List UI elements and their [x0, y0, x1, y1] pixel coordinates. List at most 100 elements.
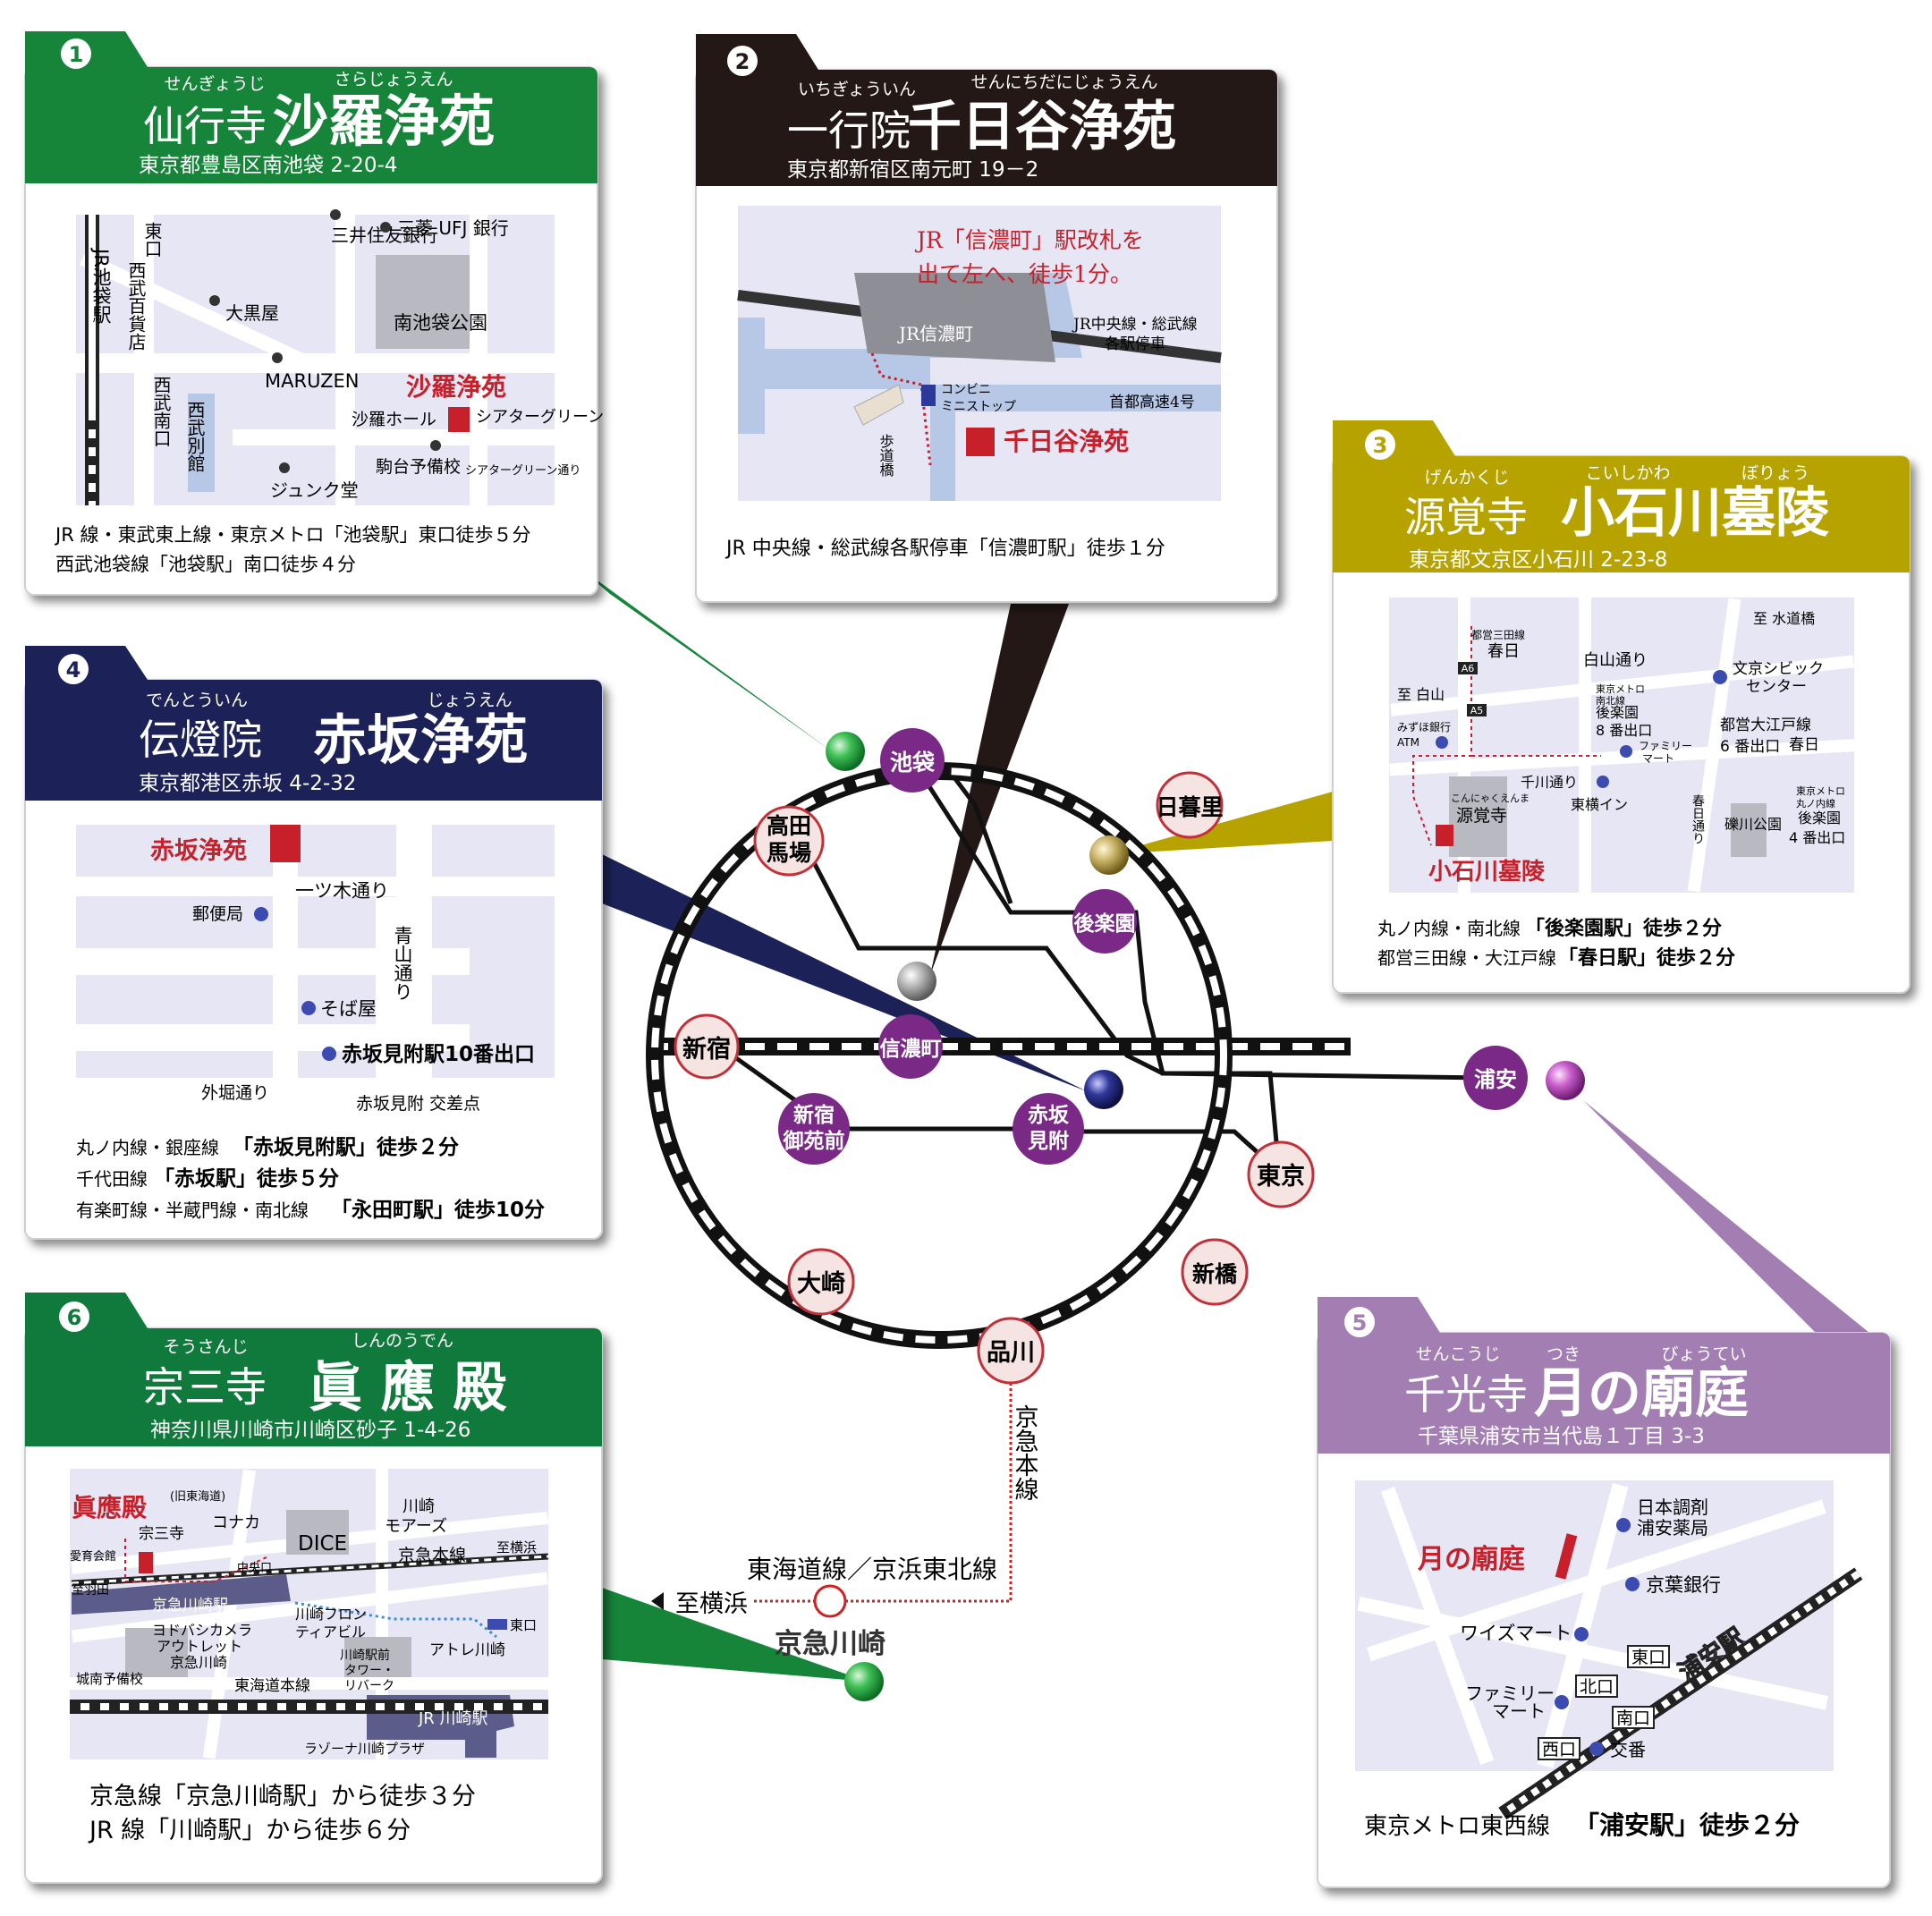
station-takadanobaba-label-2: 馬場	[767, 840, 811, 866]
pointer-4	[602, 854, 1087, 1091]
card-2-sennichidani-joen[interactable]: 2 いちぎょういん せんにちだにじょうえん 一行院 千日谷浄苑 東京都新宿区南元…	[695, 34, 1278, 603]
card-3-map-a6: A6	[1462, 663, 1475, 674]
station-shinanomachi[interactable]: 信濃町	[878, 1014, 943, 1079]
station-tokyo[interactable]: 東京	[1247, 1140, 1315, 1208]
card-2-header-band	[696, 34, 1277, 186]
station-nippori[interactable]: 日暮里	[1156, 771, 1224, 839]
route-map: 至横浜 東海道線／京浜東北線 京急川崎 京急本線 新宿 高田 馬場 日暮里 東京	[646, 728, 1585, 1701]
station-shinanomachi-label: 信濃町	[880, 1037, 942, 1061]
card-1-map-theater-street: シアターグリーン通り	[465, 464, 580, 478]
card-4-address: 東京都港区赤坂 4-2-32	[139, 772, 356, 795]
card-6-map-konaka: コナカ	[212, 1513, 260, 1532]
station-shinbashi[interactable]: 新橋	[1181, 1238, 1249, 1306]
card-3-map: 都営三田線 春日 A6 A5 至 水道橋 白山通り 至 白山 みずほ銀行 ATM…	[1389, 598, 1855, 893]
card-6-map-to-haneda: 至羽田	[72, 1583, 109, 1598]
card-6-map-atre: アトレ川崎	[429, 1641, 505, 1659]
marker-ball-2[interactable]	[897, 962, 936, 1001]
card-5-ruby-temple: せんこうじ	[1415, 1344, 1500, 1364]
card-4-akasaka-joen[interactable]: 4 でんとういん じょうえん 伝燈院 赤坂浄苑 東京都港区赤坂 4-2-32 赤…	[24, 646, 603, 1240]
marker-ball-4[interactable]	[1084, 1070, 1123, 1109]
station-shinjukugyoen[interactable]: 新宿 御苑前	[778, 1093, 850, 1165]
station-takadanobaba[interactable]: 高田 馬場	[753, 805, 825, 877]
card-4-map-hitotsugi: 一ツ木通り	[295, 880, 389, 902]
marker-ball-3[interactable]	[1089, 835, 1129, 875]
card-3-map-konnyaku: こんにゃくえんま	[1451, 793, 1530, 804]
card-6-map-dice: DICE	[298, 1532, 347, 1556]
card-2-address: 東京都新宿区南元町 19－2	[787, 158, 1038, 182]
station-shinagawa[interactable]: 品川	[977, 1317, 1045, 1385]
card-3-access-1-lines: 丸ノ内線・南北線	[1377, 918, 1521, 939]
card-6-tokaido-track	[70, 1700, 548, 1714]
station-osaki-label: 大崎	[797, 1270, 845, 1298]
line-namboku	[802, 844, 1165, 1076]
card-4-map-aoyama: 青山通り	[392, 926, 413, 1001]
card-5-name: 月の廟庭	[1534, 1362, 1749, 1425]
card-5-address: 千葉県浦安市当代島１丁目 3-3	[1418, 1425, 1705, 1448]
card-5-map-nihon-chozai-2: 浦安薬局	[1637, 1517, 1708, 1539]
card-4-map-intersection: 赤坂見附 交差点	[356, 1094, 480, 1114]
card-1-map-mufg: 三菱 UFJ 銀行	[397, 217, 509, 239]
keikyu-line-label: 京急本線	[1011, 1404, 1039, 1501]
card-6-shinnoden[interactable]: 6 そうさんじ しんのうでん 宗三寺 眞 應 殿 神奈川県川崎市川崎区砂子 1-…	[24, 1293, 603, 1884]
card-4-ruby-temple: でんとういん	[146, 691, 248, 710]
station-korakuen[interactable]: 後楽園	[1072, 889, 1137, 954]
card-6-map-central-exit: 中央口	[237, 1562, 272, 1575]
card-1-header-band	[25, 31, 597, 183]
card-1-map-junku: ジュンク堂	[270, 479, 359, 501]
card-3-map-kasuga-street: 春日通り	[1690, 794, 1705, 844]
card-1-temple: 仙行寺	[143, 102, 267, 150]
card-5-map: 月の廟庭 日本調剤 浦安薬局 京葉銀行 ワイズマート 東口 浦安駅 北口 ファミ…	[1355, 1480, 1863, 1820]
card-1-access-2: 西武池袋線「池袋駅」南口徒歩４分	[55, 554, 356, 575]
card-6-map-yodobashi-1: ヨドバシカメラ	[152, 1622, 252, 1639]
card-3-access-1-station: 「後楽園駅」徒歩２分	[1525, 917, 1722, 940]
card-5-access-1-station: 「浦安駅」徒歩２分	[1574, 1810, 1800, 1840]
station-shinjuku[interactable]: 新宿	[674, 1013, 740, 1080]
card-1-sara-joen[interactable]: 1 せんぎょうじ さらじょうえん 仙行寺 沙羅浄苑 東京都豊島区南池袋 2-20…	[24, 31, 604, 596]
card-6-temple: 宗三寺	[143, 1363, 267, 1412]
pointer-3	[1109, 792, 1333, 854]
card-6-ruby-temple: そうさんじ	[163, 1337, 248, 1357]
marker-ball-1[interactable]	[826, 732, 865, 771]
marker-ball-5[interactable]	[1546, 1061, 1585, 1100]
card-3-map-korakuen: 後楽園	[1596, 704, 1639, 721]
card-1-number: 1	[69, 42, 84, 67]
card-6-number: 6	[67, 1305, 82, 1330]
station-shinagawa-label: 品川	[987, 1339, 1035, 1367]
pointer-2	[930, 604, 1069, 975]
card-6-address: 神奈川県川崎市川崎区砂子 1-4-26	[150, 1419, 470, 1442]
card-3-map-oedo-1: 都営大江戸線	[1720, 716, 1811, 734]
card-1-map-sundai: 駒台予備校	[376, 457, 461, 477]
card-3-number: 3	[1373, 433, 1388, 458]
card-6-header-band	[25, 1293, 602, 1446]
card-4-access-3-station: 「永田町駅」徒歩10分	[331, 1198, 545, 1222]
card-1-name: 沙羅浄苑	[273, 89, 495, 154]
card-1-map-sara-joen: 沙羅浄苑	[406, 372, 506, 402]
card-4-access-1-lines: 丸ノ内線・銀座線	[76, 1137, 219, 1158]
card-6-access-1: 京急線「京急川崎駅」から徒歩３分	[89, 1783, 476, 1810]
card-5-tsuki-no-byotei[interactable]: 5 せんこうじ つき びょうてい 千光寺 月の廟庭 千葉県浦安市当代島１丁目 3…	[1317, 1297, 1891, 1888]
card-6-map-to-yokohama: 至横浜	[496, 1539, 537, 1556]
card-1-map-seibu-south: 西武南口	[150, 376, 172, 447]
card-5-map-red-marker	[1555, 1533, 1578, 1580]
marker-ball-6[interactable]	[844, 1662, 884, 1701]
card-3-map-toyoko: 東横イン	[1571, 796, 1628, 813]
station-osaki[interactable]: 大崎	[787, 1248, 855, 1316]
station-urayasu[interactable]: 浦安	[1463, 1046, 1528, 1110]
station-ikebukuro[interactable]: 池袋	[880, 728, 945, 793]
card-1-map-jr-ikebukuro: JR池袋駅	[90, 247, 112, 324]
card-4-header-band	[25, 646, 602, 801]
card-4-map-post: 郵便局	[192, 904, 243, 924]
card-3-map-mizuho-2: ATM	[1397, 736, 1419, 749]
card-5-map-nihon-chozai-1: 日本調剤	[1637, 1496, 1708, 1518]
station-akasakamitsuke[interactable]: 赤坂 見附	[1013, 1093, 1084, 1165]
card-3-access-2-lines: 都営三田線・大江戸線	[1377, 947, 1556, 969]
card-6-map-red-marker	[139, 1552, 153, 1573]
card-4-access-2-lines: 千代田線	[76, 1168, 148, 1190]
card-5-access-1-lines: 東京メトロ東西線	[1364, 1813, 1550, 1840]
card-2-map-red-marker	[966, 428, 995, 456]
card-5-map-west-exit: 西口	[1542, 1740, 1576, 1759]
card-3-map-mita-line: 都営三田線	[1471, 628, 1525, 641]
card-3-koishikawa-boryo[interactable]: 3 げんかくじ こいしかわ ぼりょう 源覚寺 小石川墓陵 東京都文京区小石川 2…	[1332, 420, 1911, 994]
card-3-map-to-hakusan: 至 白山	[1397, 686, 1445, 703]
